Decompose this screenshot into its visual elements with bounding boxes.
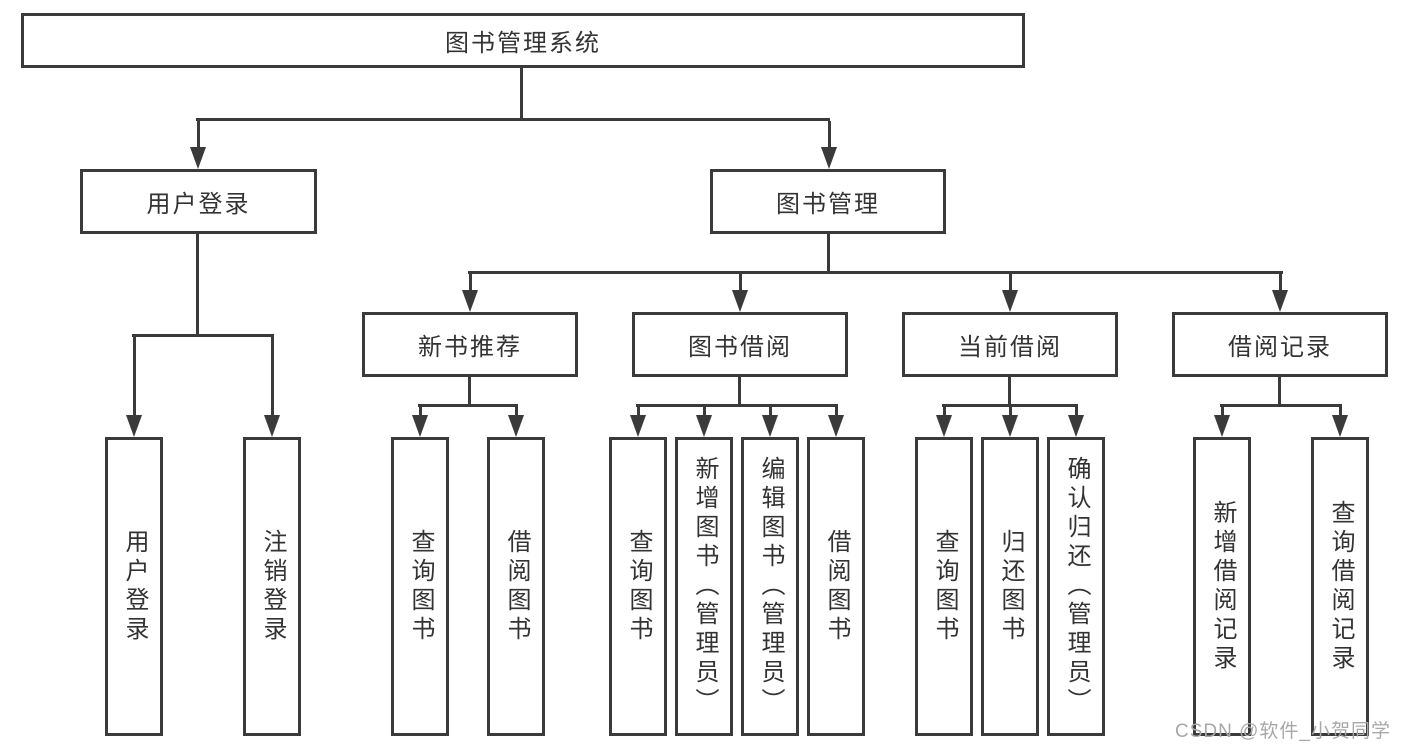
arrow-to-leaf-user-login	[126, 337, 142, 437]
arrow-to-leaf-logout	[264, 337, 280, 437]
leaf-label: 确认归还（管理员）	[1063, 456, 1090, 717]
arrow-to-leaf-edit-books-c3	[762, 407, 778, 437]
connector-borrow-records-rail	[1220, 404, 1342, 407]
leaf-add-books-admin: 新增图书（管理员）	[675, 437, 733, 736]
connector-book-borrow-rail	[636, 404, 838, 407]
leaf-label: 用户登录	[121, 528, 148, 645]
leaf-label: 归还图书	[997, 528, 1024, 645]
leaf-label: 查询借阅记录	[1327, 499, 1354, 674]
arrow-to-leaf-add-record-e1	[1214, 407, 1230, 437]
leaf-label: 借阅图书	[503, 528, 530, 645]
leaf-label: 新增借阅记录	[1209, 499, 1236, 674]
leaf-query-books-under-borrow: 查询图书	[609, 437, 667, 736]
arrow-to-user-login	[190, 121, 206, 169]
connector-borrow-records-stem	[1278, 375, 1281, 407]
leaf-label: 注销登录	[259, 528, 286, 645]
arrow-to-leaf-borrow-books-b2	[508, 407, 524, 437]
leaf-return-books: 归还图书	[981, 437, 1039, 736]
node-current-borrow: 当前借阅	[902, 312, 1118, 377]
arrow-to-leaf-query-record-e2	[1332, 407, 1348, 437]
node-label: 新书推荐	[418, 334, 522, 361]
connector-current-borrow-rail	[942, 404, 1078, 407]
connector-book-management-stem	[827, 232, 830, 274]
arrow-to-leaf-query-books-b1	[412, 407, 428, 437]
arrow-to-borrow-records	[1272, 274, 1288, 312]
node-user-login: 用户登录	[80, 169, 317, 234]
arrow-to-new-book-recommend	[462, 274, 478, 312]
node-library-management-system: 图书管理系统	[21, 13, 1025, 68]
arrow-to-leaf-add-books-c2	[696, 407, 712, 437]
node-label: 图书借阅	[688, 334, 792, 361]
node-label: 图书管理	[776, 191, 880, 218]
connector-new-book-recommend-stem	[468, 375, 471, 407]
arrow-to-leaf-borrow-books-c4	[828, 407, 844, 437]
arrow-to-current-borrow	[1002, 274, 1018, 312]
node-borrow-records: 借阅记录	[1172, 312, 1388, 377]
leaf-add-borrow-record: 新增借阅记录	[1193, 437, 1251, 736]
node-label: 借阅记录	[1228, 334, 1332, 361]
arrow-to-leaf-query-books-d1	[936, 407, 952, 437]
leaf-borrow-books-under-recommend: 借阅图书	[487, 437, 545, 736]
node-book-management: 图书管理	[710, 169, 946, 234]
leaf-logout: 注销登录	[243, 437, 301, 736]
arrow-to-leaf-confirm-return-d3	[1068, 407, 1084, 437]
node-new-book-recommend: 新书推荐	[362, 312, 578, 377]
leaf-borrow-books-under-borrow: 借阅图书	[807, 437, 865, 736]
leaf-label: 借阅图书	[823, 528, 850, 645]
leaf-query-books-under-recommend: 查询图书	[391, 437, 449, 736]
node-book-borrow: 图书借阅	[632, 312, 848, 377]
leaf-label: 查询图书	[931, 528, 958, 645]
connector-current-borrow-stem	[1008, 375, 1011, 407]
leaf-query-borrow-record: 查询借阅记录	[1311, 437, 1369, 736]
node-label: 当前借阅	[958, 334, 1062, 361]
connector-level2-rail	[196, 118, 830, 121]
leaf-label: 查询图书	[407, 528, 434, 645]
node-label: 用户登录	[146, 191, 251, 218]
arrow-to-book-management	[821, 121, 837, 169]
leaf-confirm-return-admin: 确认归还（管理员）	[1047, 437, 1105, 736]
csdn-watermark: CSDN @软件_小贺同学	[1175, 721, 1391, 742]
connector-book-borrow-stem	[738, 375, 741, 407]
connector-user-login-rail	[132, 334, 274, 337]
arrow-to-leaf-return-books-d2	[1002, 407, 1018, 437]
leaf-label: 编辑图书（管理员）	[757, 456, 784, 717]
node-label: 图书管理系统	[445, 30, 601, 57]
connector-user-login-stem	[196, 232, 199, 337]
leaf-label: 查询图书	[625, 528, 652, 645]
leaf-user-login: 用户登录	[105, 437, 163, 736]
leaf-query-books-under-current: 查询图书	[915, 437, 973, 736]
leaf-edit-books-admin: 编辑图书（管理员）	[741, 437, 799, 736]
arrow-to-leaf-query-books-c1	[630, 407, 646, 437]
leaf-label: 新增图书（管理员）	[691, 456, 718, 717]
connector-new-book-recommend-rail	[418, 404, 518, 407]
arrow-to-book-borrow	[732, 274, 748, 312]
connector-root-stem	[520, 68, 523, 121]
connector-level3-rail	[468, 271, 1283, 274]
